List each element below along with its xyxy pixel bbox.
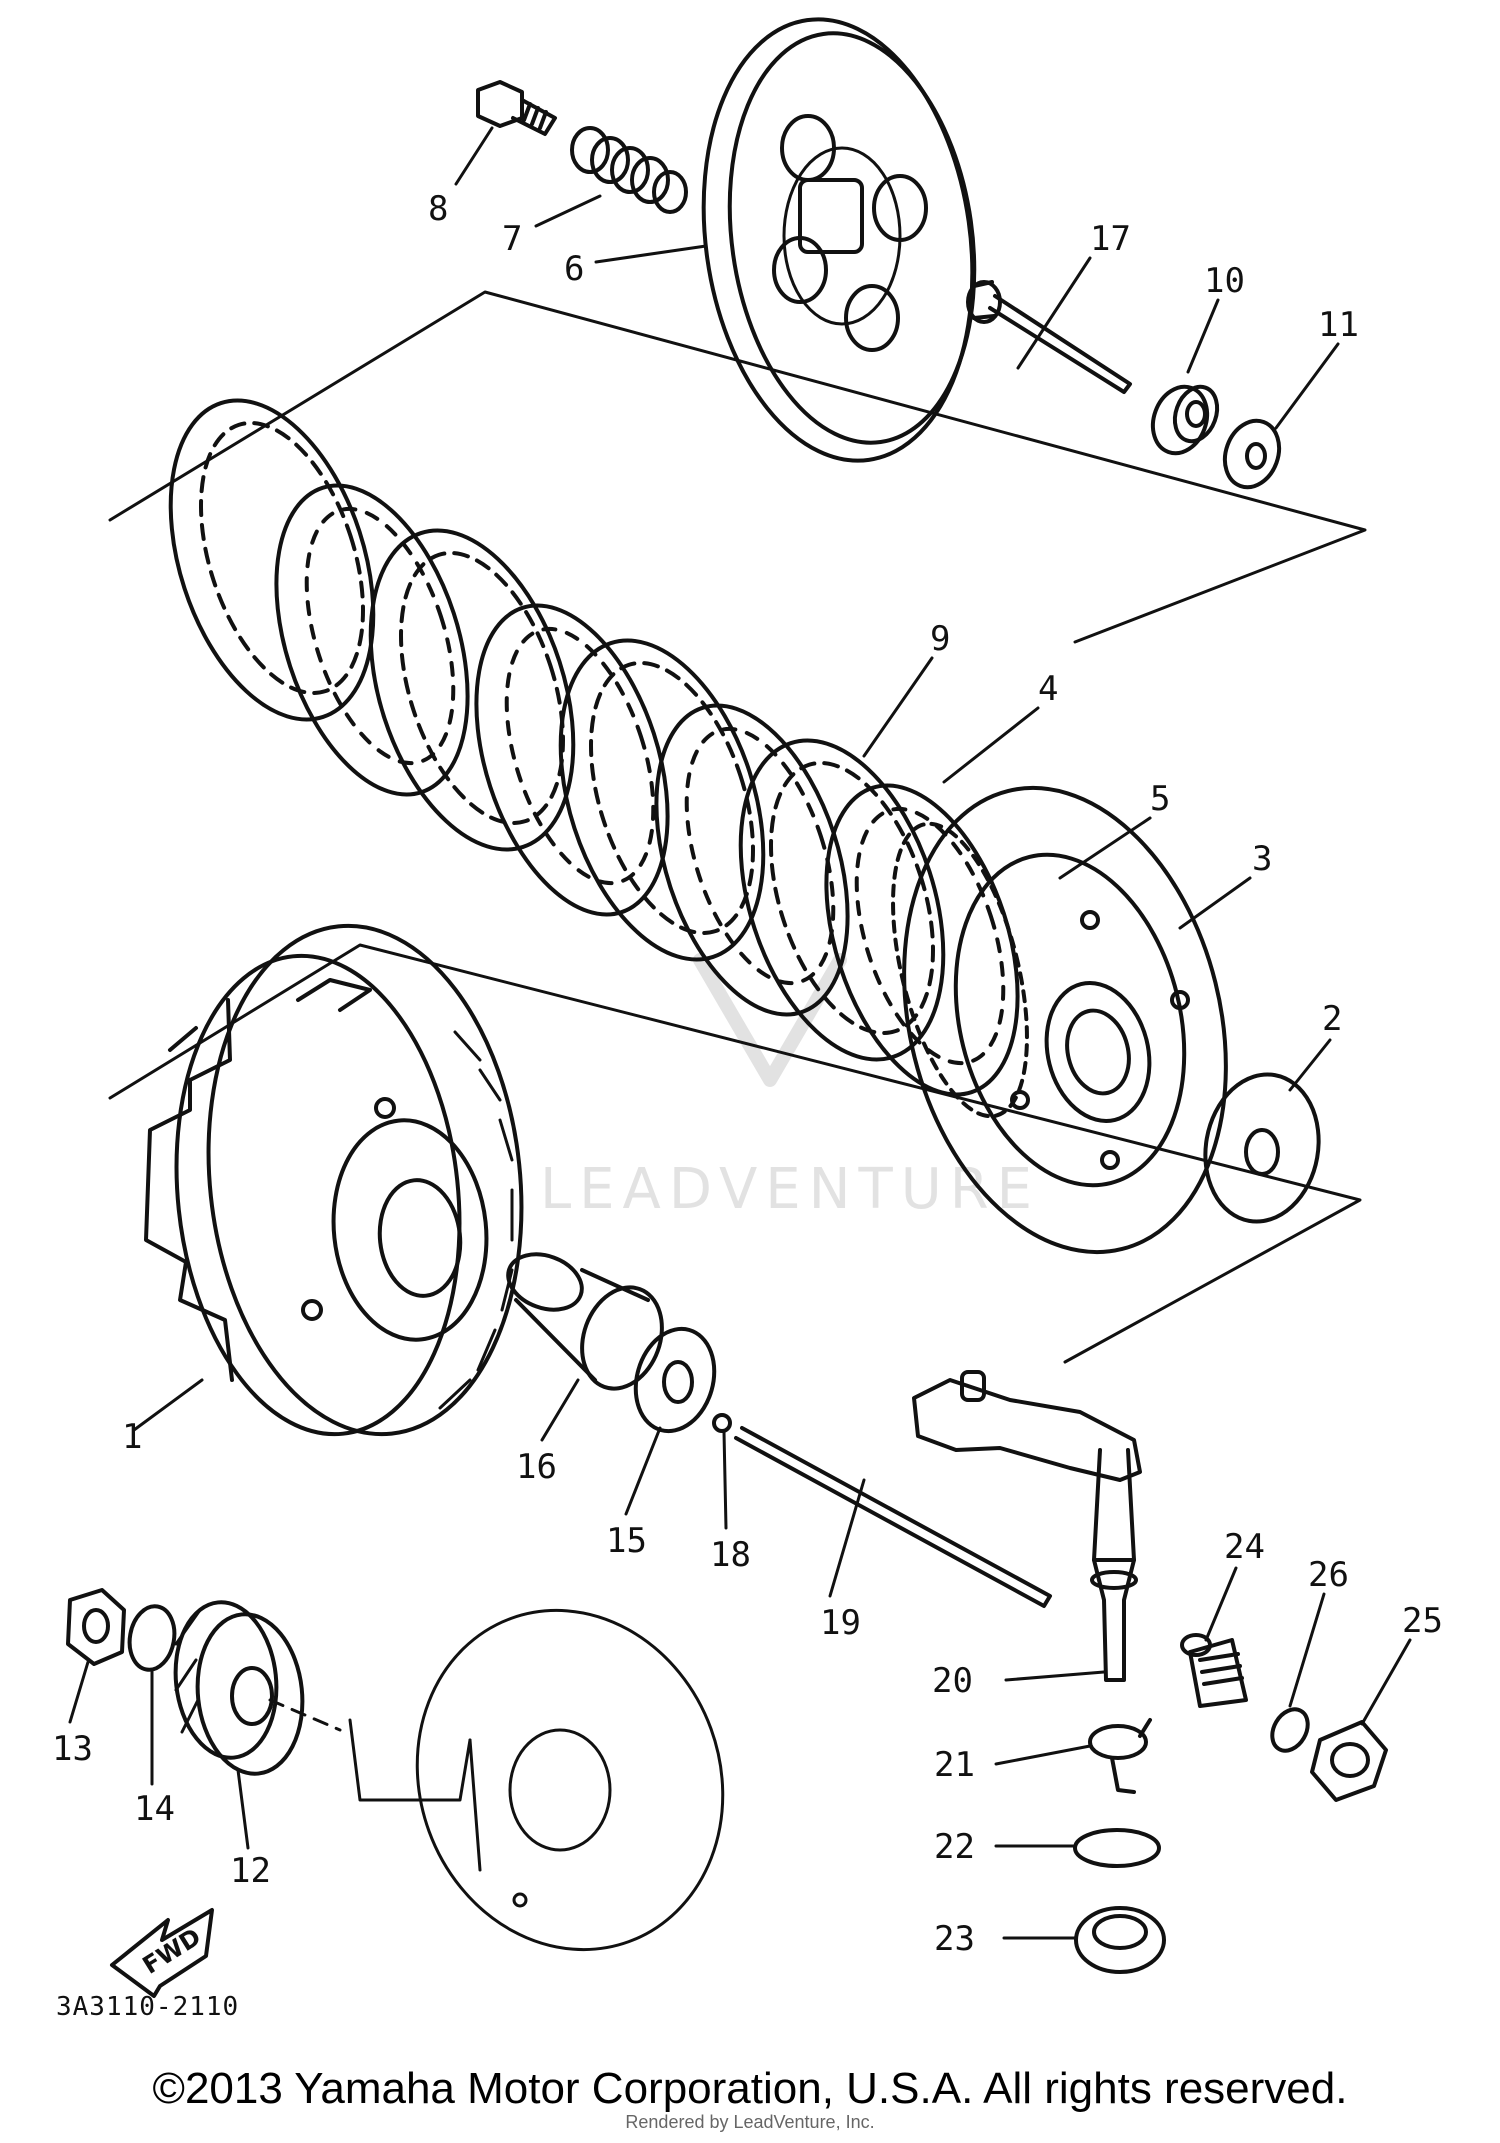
part-label-6: 6 <box>564 249 584 289</box>
bushing-part <box>506 1252 664 1391</box>
part-label-14: 14 <box>134 1789 175 1829</box>
pressure-plate-part <box>701 17 977 463</box>
diagram-code: 3A3110-2110 <box>56 1992 240 2022</box>
part-label-9: 9 <box>930 619 950 659</box>
part-label-25: 25 <box>1402 1601 1443 1641</box>
part-label-22: 22 <box>934 1827 975 1867</box>
part-label-11: 11 <box>1318 305 1359 345</box>
thrust-washer-part <box>1203 1072 1321 1224</box>
steel-ball-part <box>712 1413 732 1433</box>
part-label-13: 13 <box>52 1729 93 1769</box>
oil-seal-part <box>1074 1906 1166 1974</box>
nut-part <box>1150 384 1220 456</box>
part-label-5: 5 <box>1150 779 1170 819</box>
part-label-21: 21 <box>934 1745 975 1785</box>
exploded-clutch-diagram: LEADVENTURE <box>52 17 1443 1998</box>
part-label-1: 1 <box>122 1417 142 1457</box>
adjusting-screw-part <box>1180 1633 1248 1708</box>
washer-part <box>1222 418 1282 490</box>
long-push-rod-part <box>734 1426 1052 1608</box>
part-label-24: 24 <box>1224 1527 1265 1567</box>
push-lever-shaft-part <box>912 1370 1142 1682</box>
part-label-26: 26 <box>1308 1555 1349 1595</box>
primary-drive-gear-part <box>173 1600 305 1776</box>
clutch-plate-stack <box>168 398 1020 1097</box>
bolt-part <box>476 80 557 136</box>
hub-nut-part <box>66 1588 126 1666</box>
clutch-housing-part <box>144 923 524 1437</box>
clutch-boss-part <box>891 785 1228 1255</box>
part-label-7: 7 <box>502 219 522 259</box>
lock-washer-part <box>127 1604 177 1672</box>
o-ring-part <box>1270 1707 1310 1753</box>
part-label-15: 15 <box>606 1521 647 1561</box>
spring-part <box>570 126 688 214</box>
part-label-4: 4 <box>1038 669 1058 709</box>
part-label-12: 12 <box>230 1851 271 1891</box>
part-label-17: 17 <box>1090 219 1131 259</box>
crankshaft-ghost <box>268 1608 725 1952</box>
push-rod-part <box>966 280 1132 394</box>
part-label-20: 20 <box>932 1661 973 1701</box>
part-label-19: 19 <box>820 1603 861 1643</box>
upper-reference-frame <box>108 290 1367 644</box>
svg-text:LEADVENTURE: LEADVENTURE <box>540 1157 1040 1222</box>
part-label-2: 2 <box>1322 999 1342 1039</box>
part-label-3: 3 <box>1252 839 1272 879</box>
rendered-by-credit: Rendered by LeadVenture, Inc. <box>625 2112 875 2132</box>
svg-text:FWD: FWD <box>138 1923 206 1980</box>
part-label-23: 23 <box>934 1919 975 1959</box>
leader-lines <box>68 126 1412 1940</box>
copyright-notice: ©2013 Yamaha Motor Corporation, U.S.A. A… <box>152 2064 1348 2113</box>
forward-arrow-icon: FWD <box>110 1908 214 1998</box>
leadventure-watermark: LEADVENTURE <box>540 953 1040 1222</box>
part-label-8: 8 <box>428 189 448 229</box>
locknut-part <box>1310 1720 1388 1802</box>
part-label-16: 16 <box>516 1447 557 1487</box>
part-label-10: 10 <box>1204 261 1245 301</box>
part-label-18: 18 <box>710 1535 751 1575</box>
plain-washer-part <box>1073 1828 1161 1868</box>
part-number-labels: 1 2 3 4 5 6 7 8 9 10 11 12 13 14 15 16 1… <box>52 189 1443 1959</box>
return-spring-part <box>1088 1718 1152 1794</box>
